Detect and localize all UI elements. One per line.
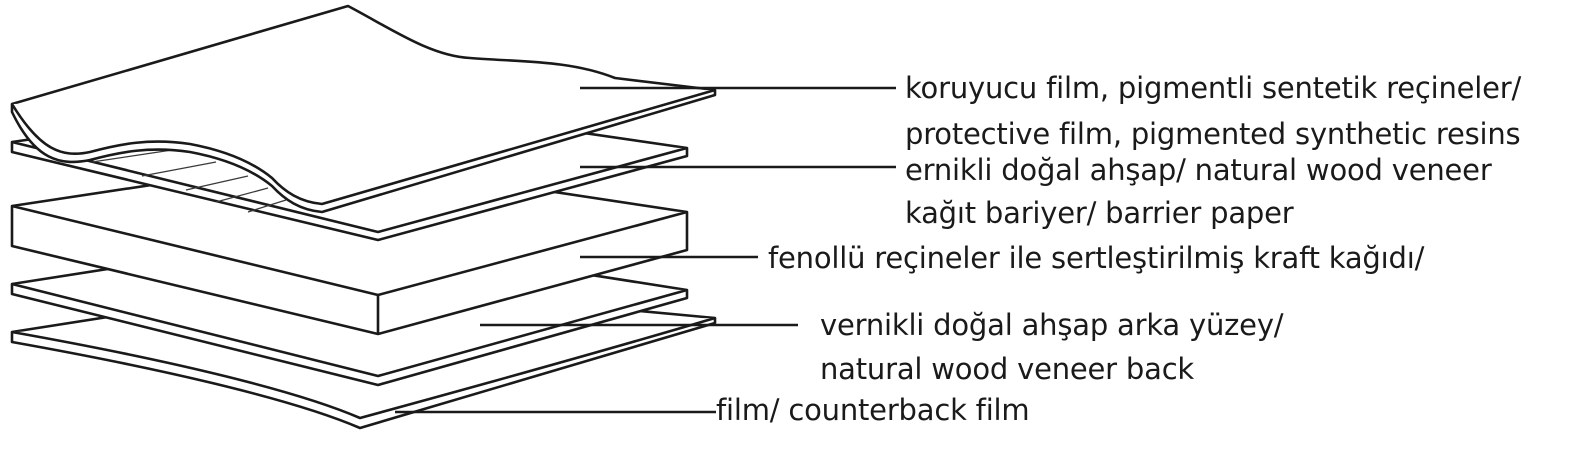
label-natural-wood-veneer: ernikli doğal ahşap/ natural wood veneer <box>905 153 1492 187</box>
label-protective-film-en: protective film, pigmented synthetic res… <box>905 117 1521 151</box>
label-wood-veneer-back-en: natural wood veneer back <box>820 352 1195 386</box>
layer-protective-film <box>10 4 717 214</box>
label-wood-veneer-back-tr: vernikli doğal ahşap arka yüzey/ <box>820 308 1284 342</box>
label-protective-film-tr: koruyucu film, pigmentli sentetik reçine… <box>905 71 1522 105</box>
label-counterback-film: film/ counterback film <box>716 393 1030 427</box>
label-barrier-paper: kağıt bariyer/ barrier paper <box>905 196 1294 230</box>
label-kraft-paper: fenollü reçineler ile sertleştirilmiş kr… <box>768 241 1425 275</box>
